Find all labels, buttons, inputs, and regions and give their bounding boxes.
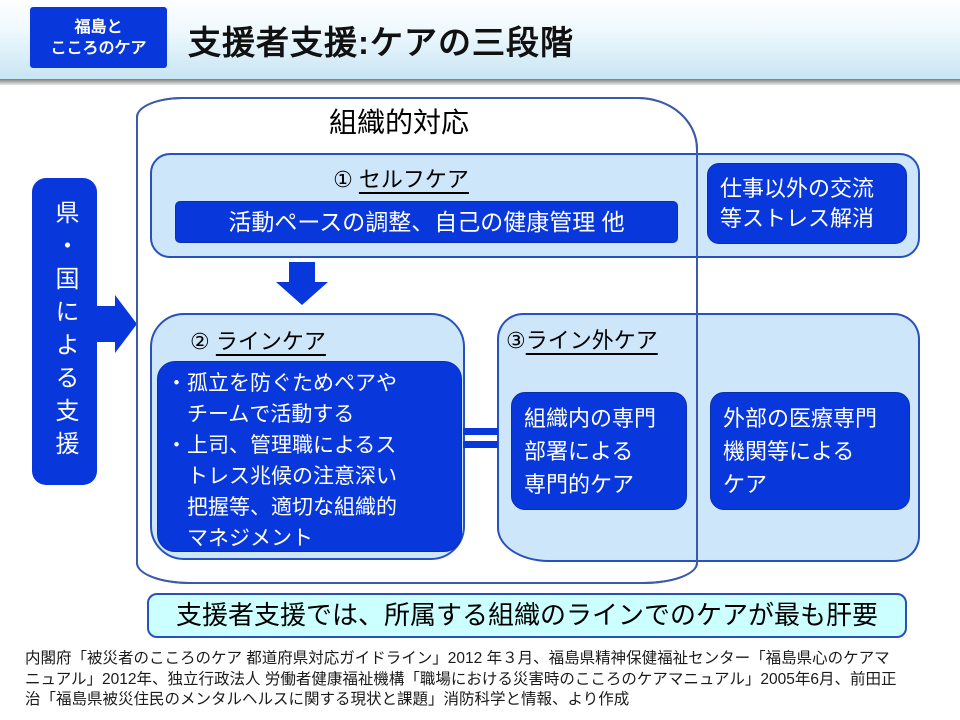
outside-linecare-step-title: ライン外ケア [525, 328, 658, 353]
selfcare-step-label: ① セルフケア [201, 162, 601, 194]
equals-connector-icon [463, 441, 498, 448]
organizational-response-label: 組織的対応 [328, 107, 469, 138]
equals-connector-icon [463, 428, 498, 435]
external-medical-box: 外部の医療専門 機関等による ケア [710, 392, 910, 510]
internal-specialist-box: 組織内の専門 部署による 専門的ケア [511, 392, 687, 510]
down-arrow-head-icon [276, 282, 328, 305]
selfcare-detail-box: 活動ペースの調整、自己の健康管理 他 [175, 201, 678, 243]
right-arrow-head-icon [115, 295, 137, 353]
down-arrow-icon [289, 262, 315, 283]
conclusion-banner: 支援者支援では、所属する組織のラインでのケアが最も肝要 [147, 593, 907, 638]
outside-linecare-step-number: ③ [506, 328, 526, 353]
series-badge: 福島と こころのケア [30, 7, 167, 68]
series-badge-line1: 福島と [74, 18, 123, 36]
linecare-step-label: ② ラインケア [190, 324, 326, 356]
prefecture-national-support-label: 県・国による支援 [51, 199, 78, 464]
linecare-step-title: ラインケア [215, 329, 326, 354]
prefecture-national-support-box: 県・国による支援 [32, 178, 97, 485]
selfcare-step-title: セルフケア [358, 167, 469, 192]
linecare-step-number: ② [190, 329, 216, 354]
linecare-detail-box: ・孤立を防ぐためペアや チームで活動する ・上司、管理職によるス トレス兆候の注… [157, 361, 462, 552]
selfcare-step-number: ① [333, 167, 359, 192]
page-title: 支援者支援:ケアの三段階 [188, 24, 574, 61]
header-divider [0, 79, 960, 85]
series-badge-line2: こころのケア [50, 39, 147, 57]
citation-note: 内閣府「被災者のこころのケア 都道府県対応ガイドライン」2012 年３月、福島県… [25, 650, 897, 708]
outside-work-stress-box: 仕事以外の交流 等ストレス解消 [707, 163, 907, 244]
outside-linecare-step-label: ③ライン外ケア [506, 323, 658, 355]
right-arrow-icon [95, 306, 116, 342]
